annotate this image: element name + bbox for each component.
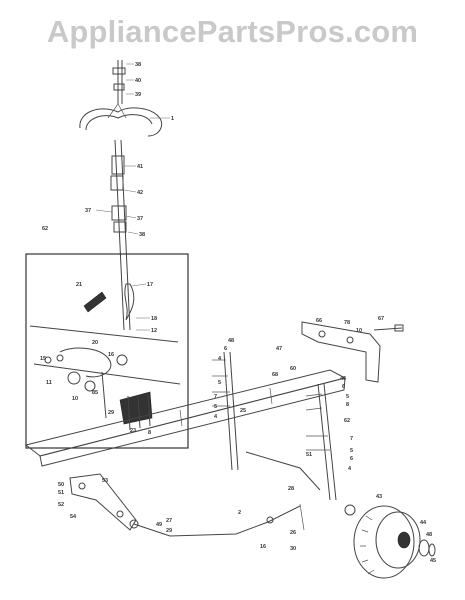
part-label: 6	[342, 384, 345, 390]
part-label: 42	[137, 190, 143, 196]
part-label: 78	[344, 320, 350, 326]
part-label: 8	[148, 430, 151, 436]
steering-wheel-drawing	[79, 60, 163, 137]
part-label: 47	[276, 346, 282, 352]
part-label: 38	[139, 232, 145, 238]
part-label: 68	[272, 372, 278, 378]
front-wheel-drawing	[344, 504, 436, 579]
part-label: 2	[238, 510, 241, 516]
part-label: 23	[130, 428, 136, 434]
part-label: 30	[290, 546, 296, 552]
part-label: 60	[290, 366, 296, 372]
part-label: 6	[350, 456, 353, 462]
part-label: 5	[214, 404, 217, 410]
part-label: 18	[151, 316, 157, 322]
part-label: 38	[135, 62, 141, 68]
part-label: 53	[102, 478, 108, 484]
leader-lines	[95, 63, 170, 331]
part-label: 48	[228, 338, 234, 344]
part-label: 16	[108, 352, 114, 358]
part-label: 66	[316, 318, 322, 324]
part-label: 4	[214, 414, 218, 420]
front-axle-drawing	[24, 369, 347, 467]
right-spindle-drawing	[305, 383, 337, 501]
part-label: 16	[260, 544, 266, 550]
part-label: 52	[58, 502, 64, 508]
part-label: 5	[350, 448, 353, 454]
part-label: 48	[426, 532, 432, 538]
part-label: 28	[288, 486, 294, 492]
drag-link-drawing	[129, 451, 321, 537]
part-label: 37	[137, 216, 143, 222]
steering-shaft-drawing	[110, 139, 135, 331]
part-label: 15	[40, 356, 46, 362]
axle-bracket-drawing	[301, 321, 404, 383]
pivot-bracket-drawing	[69, 473, 137, 531]
detail-gear-drawing	[29, 291, 181, 431]
part-label: 41	[137, 164, 143, 170]
part-label: 10	[356, 328, 362, 334]
part-label: 51	[58, 490, 64, 496]
part-label: 27	[166, 518, 172, 524]
part-label: 12	[151, 328, 157, 334]
part-label: 21	[76, 282, 82, 288]
part-label: 62	[344, 418, 350, 424]
part-label: 85	[92, 390, 98, 396]
part-label: 50	[58, 482, 64, 488]
part-label: 7	[350, 436, 353, 442]
part-label: 25	[240, 408, 246, 414]
part-label: 46	[340, 376, 346, 382]
part-label: 45	[430, 558, 436, 564]
detail-inset-frame	[25, 253, 189, 449]
part-label: 51	[306, 452, 312, 458]
part-label: 44	[420, 520, 427, 526]
part-label: 7	[214, 394, 217, 400]
part-label: 29	[166, 528, 172, 534]
part-label: 39	[135, 92, 141, 98]
part-number-labels: 38 40 39 1 41 42 37 37 38 62 21 17 18 12…	[40, 62, 436, 564]
part-label: 10	[72, 396, 78, 402]
part-label: 11	[46, 380, 52, 386]
watermark-text: AppliancePartsPros.com	[46, 14, 419, 49]
part-label: 17	[147, 282, 153, 288]
part-label: 8	[346, 402, 349, 408]
part-label: 49	[156, 522, 162, 528]
left-spindle-drawing	[212, 351, 239, 471]
part-label: 43	[376, 494, 382, 500]
part-label: 20	[92, 340, 98, 346]
part-label: 67	[378, 316, 384, 322]
part-label: 6	[224, 346, 227, 352]
part-label: 62	[42, 226, 48, 232]
part-label: 37	[85, 208, 91, 214]
part-label: 40	[135, 78, 141, 84]
part-label: 54	[70, 514, 77, 520]
part-label: 5	[218, 380, 221, 386]
part-label: 4	[218, 356, 222, 362]
part-label: 5	[346, 394, 349, 400]
part-label: 4	[348, 466, 352, 472]
part-label: 1	[171, 116, 174, 122]
part-label: 29	[108, 410, 114, 416]
part-label: 26	[290, 530, 296, 536]
